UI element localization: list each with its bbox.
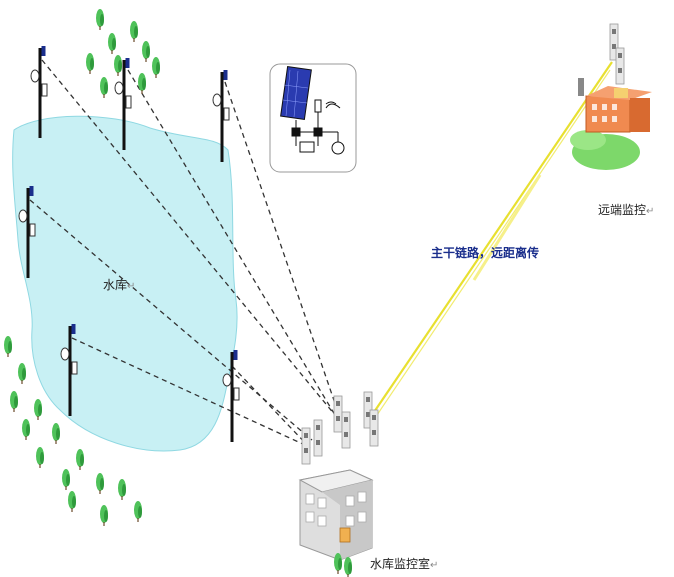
link-pole-5 (71, 337, 306, 446)
remote-monitoring-building (570, 23, 652, 170)
antenna-6 (369, 409, 379, 447)
link-pole-1 (41, 59, 336, 416)
antenna-4 (341, 411, 351, 449)
circuit-icon (291, 99, 345, 155)
link-pole-2 (127, 69, 336, 416)
dashed-links (29, 59, 341, 449)
link-pole-6 (231, 365, 311, 449)
backbone-link-label: 主干链路，远距离传 (431, 246, 540, 260)
remote-monitor-label: 远端监控↵ (598, 203, 655, 217)
backbone-link (371, 61, 613, 419)
solar-power-inset (269, 63, 357, 173)
antenna-1 (301, 427, 311, 465)
reservoir-room-label: 水库监控室↵ (370, 557, 439, 571)
reservoir-monitoring-building (298, 391, 379, 577)
solar-panel-icon (280, 66, 312, 120)
antenna-2 (313, 419, 323, 457)
antenna-3 (333, 395, 343, 433)
remote-antenna-2 (615, 47, 625, 85)
reservoir-label: 水库↵ (103, 278, 136, 292)
